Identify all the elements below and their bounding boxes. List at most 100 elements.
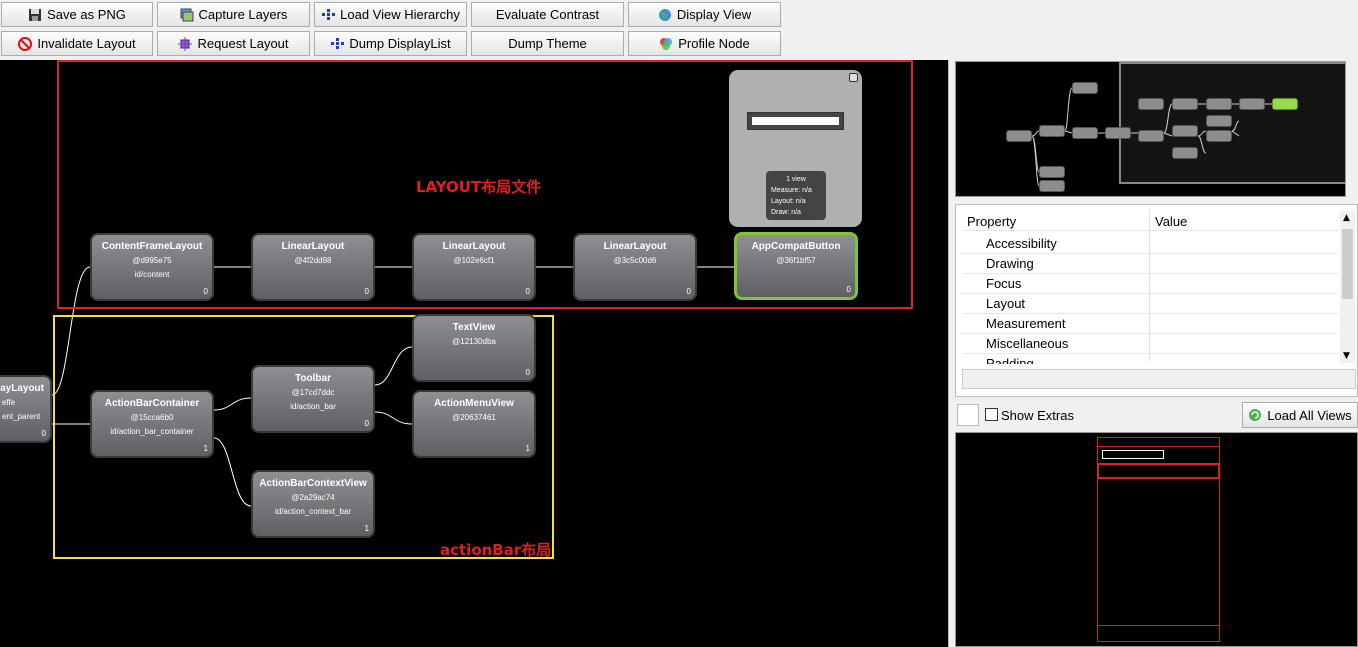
minimap-node [1239, 98, 1265, 110]
property-row-layout[interactable]: Layout [962, 294, 1338, 314]
property-row-padding[interactable]: Padding [986, 356, 1034, 364]
dump-displaylist-label: Dump DisplayList [349, 36, 451, 51]
minimap-node [1172, 147, 1198, 159]
property-row-measurement[interactable]: Measurement [962, 314, 1338, 334]
hierarchy-icon [330, 37, 345, 51]
property-row-focus[interactable]: Focus [962, 274, 1338, 294]
request-layout-icon [178, 36, 193, 51]
dump-theme-label: Dump Theme [508, 36, 587, 51]
property-column-header[interactable]: Property [967, 214, 1017, 229]
property-row-miscellaneous[interactable]: Miscellaneous [962, 334, 1338, 354]
properties-panel: Property Value Accessibility Drawing Foc… [955, 204, 1358, 397]
preview-statusbar-line [1097, 446, 1220, 447]
minimap-node [1172, 125, 1198, 137]
display-view-label: Display View [676, 7, 752, 22]
tooltip-draw: Draw: n/a [771, 209, 801, 216]
minimap-node [1039, 180, 1065, 192]
property-row-drawing[interactable]: Drawing [962, 254, 1338, 274]
splitter[interactable] [948, 60, 954, 647]
minimap-node [1206, 130, 1232, 142]
minimap-connectors [1031, 62, 1346, 187]
minimap-viewport[interactable] [1119, 62, 1346, 184]
tree-node-linearlayout-2[interactable]: LinearLayout @102e6cf1 0 [412, 233, 536, 301]
minimap-node [1138, 130, 1164, 142]
dump-displaylist-button[interactable]: Dump DisplayList [314, 31, 467, 56]
load-views-icon [1248, 408, 1262, 422]
scroll-up-arrow-icon[interactable]: ▲ [1343, 213, 1350, 223]
save-as-png-label: Save as PNG [47, 7, 126, 22]
evaluate-contrast-label: Evaluate Contrast [495, 7, 600, 22]
tree-node-linearlayout-1[interactable]: LinearLayout @4f2dd98 0 [251, 233, 375, 301]
preview-root-bounds [1097, 437, 1220, 642]
capture-layers-button[interactable]: Capture Layers [157, 2, 310, 27]
globe-icon [658, 8, 672, 22]
layers-icon [180, 8, 194, 22]
evaluate-contrast-button[interactable]: Evaluate Contrast [471, 2, 624, 27]
properties-scrollbar[interactable]: ▲ ▼ [1340, 211, 1355, 363]
profile-node-button[interactable]: Profile Node [628, 31, 781, 56]
minimap-node [1072, 82, 1098, 94]
actionbar-annotation-box [53, 315, 554, 559]
property-detail-field[interactable] [962, 369, 1356, 389]
profile-circles-icon [659, 37, 673, 51]
preview-selected-bounds [1097, 463, 1220, 479]
properties-header: Property Value [962, 209, 1338, 231]
tree-overview-minimap[interactable] [955, 61, 1346, 197]
minimap-node [1206, 115, 1232, 127]
tree-node-actionmenuview[interactable]: ActionMenuView @20637461 1 [412, 390, 536, 458]
minimap-node [1172, 98, 1198, 110]
view-hierarchy-canvas[interactable]: LAYOUT布局文件 actionBar布局 1 view Measure: n… [0, 60, 948, 647]
load-all-views-label: Load All Views [1267, 407, 1352, 423]
load-view-hierarchy-label: Load View Hierarchy [340, 7, 460, 22]
tree-node-root[interactable]: layLayout effe ent_parent 0 [0, 375, 52, 443]
display-view-button[interactable]: Display View [628, 2, 781, 27]
tooltip-measure: Measure: n/a [771, 187, 812, 194]
property-row-accessibility[interactable]: Accessibility [962, 234, 1338, 254]
floppy-disk-icon [28, 8, 42, 22]
button-preview-thumbnail [747, 112, 844, 130]
minimap-node [1006, 130, 1032, 142]
layout-annotation-box [57, 60, 913, 309]
value-column-header[interactable]: Value [1155, 214, 1188, 229]
load-all-views-button[interactable]: Load All Views [1242, 402, 1358, 428]
minimap-node-selected [1272, 98, 1298, 110]
show-extras-label: Show Extras [1001, 408, 1074, 423]
actionbar-annotation-label: actionBar布局 [440, 541, 552, 559]
color-swatch[interactable] [957, 404, 979, 426]
tree-node-contentframelayout[interactable]: ContentFrameLayout @d995e75 id/content 0 [90, 233, 214, 301]
save-as-png-button[interactable]: Save as PNG [1, 2, 153, 27]
layout-annotation-label: LAYOUT布局文件 [416, 178, 542, 196]
minimap-node [1072, 127, 1098, 139]
node-stats-tooltip: 1 view Measure: n/a Layout: n/a Draw: n/… [766, 171, 826, 220]
hierarchy-icon [321, 8, 336, 22]
node-preview-popup: 1 view Measure: n/a Layout: n/a Draw: n/… [729, 70, 862, 227]
column-divider [1149, 209, 1150, 361]
preview-navbar-line [1097, 625, 1220, 626]
dump-theme-button[interactable]: Dump Theme [471, 31, 624, 56]
preview-button-bounds [1102, 450, 1164, 459]
tree-node-actionbarcontainer[interactable]: ActionBarContainer @15cca6b0 id/action_b… [90, 390, 214, 458]
tooltip-layout: Layout: n/a [771, 198, 806, 205]
tree-node-appcompatbutton[interactable]: AppCompatButton @36f1bf57 0 [734, 232, 858, 300]
request-layout-label: Request Layout [197, 36, 289, 51]
scrollbar-thumb[interactable] [1342, 229, 1353, 299]
minimap-node [1039, 166, 1065, 178]
layout-preview-panel[interactable] [955, 432, 1358, 647]
tree-node-linearlayout-3[interactable]: LinearLayout @3c5c00d6 0 [573, 233, 697, 301]
minimap-node [1206, 98, 1232, 110]
minimap-node [1138, 98, 1164, 110]
invalidate-layout-button[interactable]: Invalidate Layout [1, 31, 153, 56]
close-icon[interactable] [849, 73, 858, 82]
load-view-hierarchy-button[interactable]: Load View Hierarchy [314, 2, 467, 27]
minimap-node [1105, 127, 1131, 139]
show-extras-checkbox[interactable] [985, 408, 998, 421]
request-layout-button[interactable]: Request Layout [157, 31, 310, 56]
toolbar: Save as PNG Capture Layers Load View Hie… [0, 0, 1358, 59]
no-entry-icon [18, 36, 33, 51]
tree-node-textview[interactable]: TextView @12130dba 0 [412, 314, 536, 382]
tree-node-toolbar[interactable]: Toolbar @17cd7ddc id/action_bar 0 [251, 365, 375, 433]
extras-bar: Show Extras Load All Views [955, 400, 1358, 430]
scroll-down-arrow-icon[interactable]: ▼ [1343, 351, 1350, 361]
tree-node-actionbarcontextview[interactable]: ActionBarContextView @2a29ac74 id/action… [251, 470, 375, 538]
capture-layers-label: Capture Layers [198, 7, 288, 22]
